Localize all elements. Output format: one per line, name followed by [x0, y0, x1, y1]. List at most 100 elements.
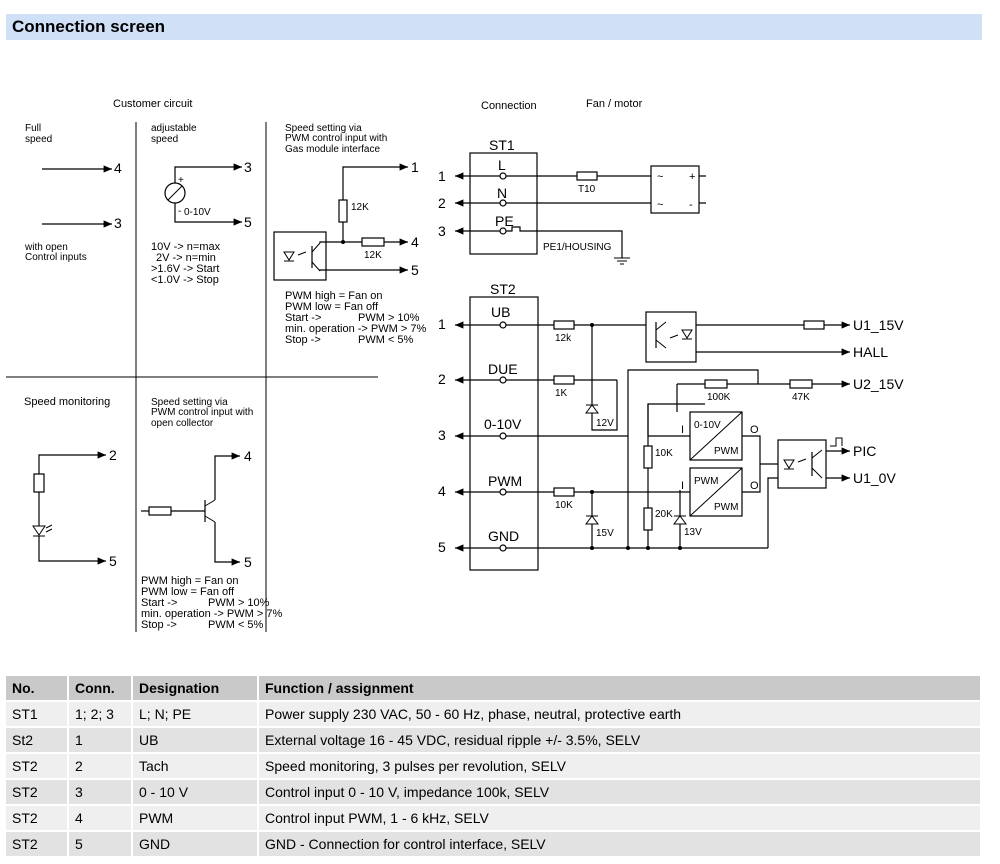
- oc-note-4a: Stop ->: [141, 619, 177, 631]
- gas-note-2a: Start ->: [285, 312, 321, 324]
- oc-l3: open collector: [151, 418, 214, 429]
- cell-function: Power supply 230 VAC, 50 - 60 Hz, phase,…: [258, 701, 982, 728]
- fuse-label: T10: [578, 184, 596, 195]
- st1-num-1: 1: [438, 168, 446, 184]
- full-speed-pin-3: 3: [114, 215, 122, 231]
- adjustable-l1: adjustable: [151, 123, 197, 134]
- r-47k-label: 47K: [792, 392, 810, 403]
- connection-title: Connection: [481, 100, 537, 112]
- conv2-o: O: [750, 480, 759, 492]
- cell-conn: 5: [68, 831, 133, 858]
- gas-pin-4: 4: [411, 234, 419, 250]
- cell-function: Control input PWM, 1 - 6 kHz, SELV: [258, 805, 982, 832]
- full-speed-note2: Control inputs: [25, 252, 87, 263]
- cell-no: ST1: [6, 701, 69, 728]
- resistor-100k: [704, 379, 728, 389]
- cell-function: GND - Connection for control interface, …: [258, 831, 982, 858]
- st1-pin-pe: PE: [495, 213, 514, 229]
- gas-note-4b: PWM < 5%: [358, 334, 414, 346]
- conv2-a: PWM: [694, 476, 718, 487]
- page-title: Connection screen: [12, 17, 166, 36]
- wiring-diagram: Customer circuit Full speed 4 3 with ope…: [6, 98, 904, 632]
- col-function: Function / assignment: [258, 676, 982, 702]
- motor-block: [650, 165, 700, 214]
- full-speed-l1: Full: [25, 123, 41, 134]
- r-due-label: 1K: [555, 388, 568, 399]
- adj-pin-3: 3: [244, 159, 252, 175]
- r-pwm-label: 10K: [555, 500, 573, 511]
- oc-note-4b: PWM < 5%: [208, 619, 264, 631]
- adj-plus: +: [178, 175, 184, 186]
- conv1-i: I: [681, 424, 684, 436]
- st1-num-3: 3: [438, 223, 446, 239]
- col-no: No.: [6, 676, 69, 702]
- full-speed-note1: with open: [24, 242, 68, 253]
- adj-pin-5: 5: [244, 214, 252, 230]
- oc-l1: Speed setting via: [151, 397, 228, 408]
- pulse-icon: [830, 437, 843, 447]
- monitor-title: Speed monitoring: [24, 396, 110, 408]
- adj-note-0: 10V -> n=max: [151, 241, 221, 253]
- monitor-wire-5: [38, 536, 106, 565]
- conv2-b: PWM: [714, 502, 738, 513]
- oc-resistor: [148, 506, 172, 516]
- table-header-row: No. Conn. Designation Function / assignm…: [6, 676, 982, 702]
- adj-note-3: <1.0V -> Stop: [151, 274, 219, 286]
- zener-15v: [585, 515, 599, 525]
- oc-note-0: PWM high = Fan on: [141, 575, 239, 587]
- resistor-20k-v: [643, 507, 653, 531]
- gas-note-3: min. operation -> PWM > 7%: [285, 323, 426, 335]
- out-u1-0v: U1_0V: [853, 470, 896, 486]
- oc-pin-4: 4: [244, 448, 252, 464]
- st2-pin-010v: 0-10V: [484, 416, 522, 432]
- header-bar: Connection screen: [6, 14, 982, 40]
- pin-assignment-table: No. Conn. Designation Function / assignm…: [6, 676, 982, 858]
- st2-pin-due: DUE: [488, 361, 518, 377]
- cell-no: ST2: [6, 831, 69, 858]
- st2-num-1: 1: [438, 316, 446, 332]
- st2-num-5: 5: [438, 539, 446, 555]
- motor-tr: +: [689, 171, 695, 183]
- monitor-resistor: [33, 473, 45, 493]
- oc-wire-4: [214, 452, 240, 500]
- hall-optocoupler-icon: [645, 311, 697, 363]
- adj-minus: -: [178, 206, 181, 217]
- adjustable-l2: speed: [151, 134, 178, 145]
- conv2-i: I: [681, 480, 684, 492]
- gas-resistor-12k: [338, 199, 348, 223]
- oc-note-2a: Start ->: [141, 597, 177, 609]
- gas-resistor-12k-2: [361, 237, 385, 247]
- st2-pin-pwm: PWM: [488, 473, 522, 489]
- out-u2-15v: U2_15V: [853, 376, 904, 392]
- gas-l2: PWM control input with: [285, 133, 387, 144]
- st2-pin-ub: UB: [491, 304, 510, 320]
- motor-tl: ~: [657, 171, 663, 183]
- cell-conn: 1: [68, 727, 133, 754]
- gas-pin-5: 5: [411, 262, 419, 278]
- out-pic: PIC: [853, 443, 876, 459]
- cell-conn: 2: [68, 753, 133, 780]
- adj-note-2: >1.6V -> Start: [151, 263, 219, 275]
- resistor-47k: [789, 379, 813, 389]
- st1-pin-l: L: [498, 157, 506, 173]
- adj-wire-3: [174, 163, 242, 183]
- st1-label: ST1: [489, 137, 515, 153]
- gas-note-2b: PWM > 10%: [358, 312, 420, 324]
- adj-note-1: 2V -> n=min: [156, 252, 216, 264]
- cell-no: ST2: [6, 805, 69, 832]
- oc-wire-5: [214, 522, 240, 566]
- monitor-pin-5: 5: [109, 553, 117, 569]
- conv1-o: O: [750, 424, 759, 436]
- cell-no: St2: [6, 727, 69, 754]
- gas-r2-label: 12K: [364, 250, 382, 261]
- gas-note-0: PWM high = Fan on: [285, 290, 383, 302]
- motor-br: -: [689, 199, 693, 211]
- full-speed-pin-4: 4: [114, 160, 122, 176]
- oc-note-1: PWM low = Fan off: [141, 586, 235, 598]
- st2-num-4: 4: [438, 483, 446, 499]
- resistor-10k-pwm: [553, 487, 575, 497]
- cell-conn: 4: [68, 805, 133, 832]
- cell-function: External voltage 16 - 45 VDC, residual r…: [258, 727, 982, 754]
